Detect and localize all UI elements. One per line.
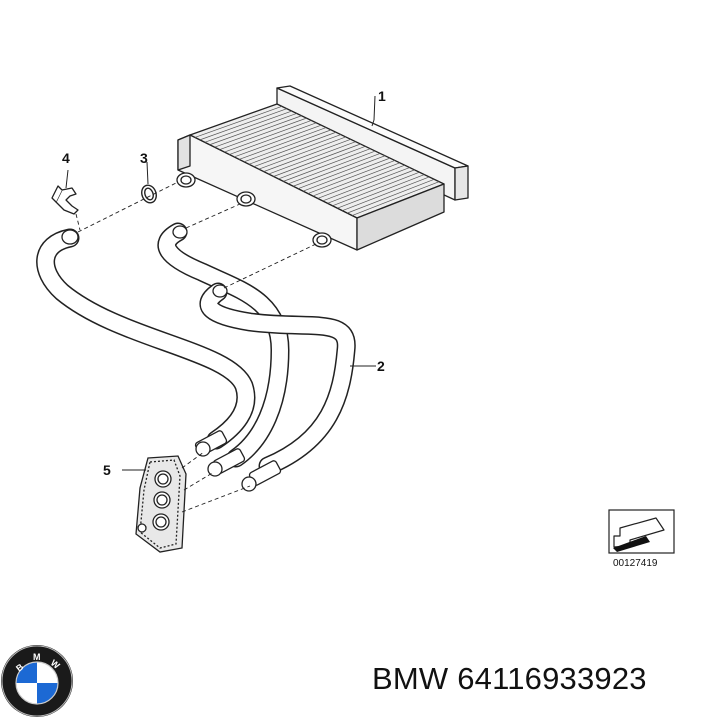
radiator-fin [351, 181, 440, 216]
radiator-fins [194, 106, 440, 216]
radiator-fin [263, 138, 351, 172]
part-number: 64116933923 [457, 661, 647, 696]
radiator-fin [214, 115, 302, 148]
radiator-fin [322, 167, 410, 202]
radiator-fin [243, 129, 332, 163]
callout-5: 5 [103, 462, 111, 478]
callout-1: 1 [378, 88, 386, 104]
radiator-fin [209, 113, 297, 146]
radiator-fin [297, 155, 386, 190]
callout-2: 2 [377, 358, 385, 374]
radiator-fin [199, 108, 287, 141]
alignment-dashed-lines [75, 181, 317, 513]
radiator-fin [317, 164, 405, 199]
heater-hose-assembly [36, 222, 356, 476]
hose-upper-fittings [61, 172, 332, 298]
radiator-fin [283, 148, 371, 182]
radiator-fin [327, 169, 415, 204]
svg-text:M: M [33, 652, 41, 662]
radiator-fin [302, 157, 391, 192]
radiator-fin [337, 174, 425, 209]
radiator-fin [229, 122, 317, 155]
radiator-fin [332, 171, 420, 207]
radiator-fin [307, 160, 396, 194]
radiator-fin [204, 110, 292, 143]
reference-code: 00127419 [613, 558, 658, 569]
part-label: BMW 64116933923 [372, 661, 647, 697]
radiator-fin [293, 153, 381, 187]
callout-3: 3 [140, 150, 148, 166]
radiator-fin [258, 136, 346, 170]
radiator-fin [253, 134, 341, 168]
radiator-fin [288, 150, 376, 185]
radiator-fin [268, 141, 356, 175]
leader-lines [65, 95, 376, 471]
heater-core-radiator [177, 85, 469, 251]
hose-clip [51, 185, 79, 215]
view-direction-box: 00127419 [608, 509, 675, 569]
bmw-logo-icon: B M W [1, 645, 73, 717]
radiator-fin [312, 162, 400, 197]
o-ring [141, 184, 157, 204]
gasket-plate [135, 455, 187, 553]
hose-lower-fittings [194, 430, 282, 492]
radiator-fin [273, 143, 361, 177]
radiator-fin [224, 120, 312, 153]
radiator-fin [234, 124, 322, 158]
radiator-fin [342, 176, 430, 212]
radiator-fin [248, 131, 337, 165]
radiator-fin [194, 106, 283, 138]
radiator-fin [238, 127, 327, 160]
radiator-fin [278, 146, 366, 180]
brand-name: BMW [372, 661, 449, 696]
callout-4: 4 [62, 150, 70, 166]
radiator-fin [219, 117, 307, 150]
svg-text:B: B [14, 661, 26, 673]
radiator-fin [347, 178, 435, 214]
